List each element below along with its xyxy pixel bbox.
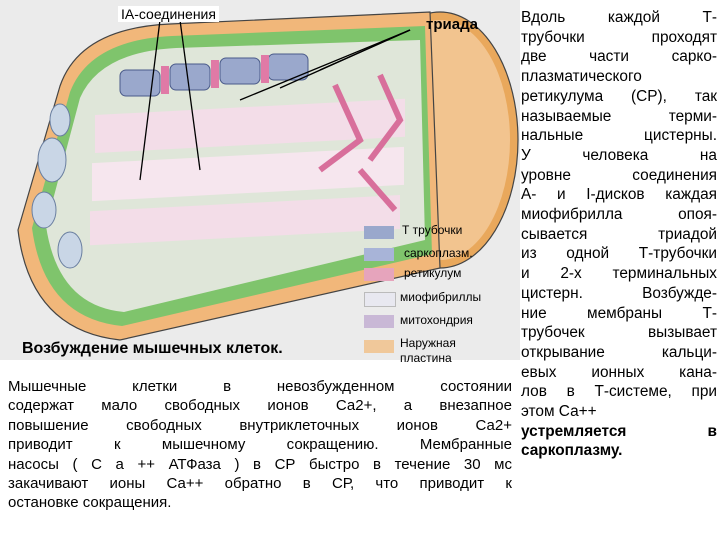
triad-label: триада	[426, 16, 478, 33]
legend-swatch-mitochondria	[364, 315, 394, 328]
right-text-line: устремляется в	[521, 422, 717, 442]
right-text-line: и 2-х терминальных	[521, 264, 717, 284]
right-text-line: из одной Т-трубочки	[521, 244, 717, 264]
right-text-line: уровне соединения	[521, 166, 717, 186]
myofibrils	[90, 99, 405, 246]
right-text-line: плазматического	[521, 67, 717, 87]
right-text-line: У человека на	[521, 146, 717, 166]
legend-label-sarcoplasm: саркоплазм.	[404, 246, 473, 260]
right-text-line: лов в Т-системе, при	[521, 382, 717, 402]
figure-caption: Возбуждение мышечных клеток.	[22, 340, 283, 358]
legend-swatch-outer-lamina	[364, 340, 394, 353]
bottom-text-line: Мышечные клетки в невозбужденном состоян…	[8, 377, 512, 396]
legend-label-myofibrils: миофибриллы	[400, 290, 481, 304]
right-text-line: евых ионных кана-	[521, 363, 717, 383]
right-text-line: две части сарко-	[521, 47, 717, 67]
bottom-text-line: закачивают ионы Са++ обратно в СР, что п…	[8, 474, 512, 493]
right-text-line: трубочек вызывает	[521, 323, 717, 343]
legend-label-mitochondria: митохондрия	[400, 313, 473, 327]
legend-swatch-sarcoplasm	[364, 248, 394, 261]
bottom-text-line: содержат мало свободных ионов Са2+, а вн…	[8, 396, 512, 415]
legend-swatch-reticulum	[364, 268, 394, 281]
bottom-text-line: остановке сокращения.	[8, 493, 512, 512]
legend-label-reticulum: ретикулум	[404, 266, 461, 280]
muscle-fiber-diagram	[0, 0, 520, 360]
bottom-text-line: приводит к мышечному сокращению. Мембран…	[8, 435, 512, 454]
legend-swatch-t-tubules	[364, 226, 394, 239]
bottom-text-line: повышение свободных внутриклеточных ионо…	[8, 416, 512, 435]
right-text-line: трубочки проходят	[521, 28, 717, 48]
right-text-line: Вдоль каждой Т-	[521, 8, 717, 28]
legend-label-outer-lamina-2: пластина	[400, 351, 452, 365]
legend-label-t-tubules: Т трубочки	[402, 223, 462, 237]
right-text-line: называемые терми-	[521, 107, 717, 127]
right-text-line: этом Са++	[521, 402, 717, 422]
bottom-paragraph: Мышечные клетки в невозбужденном состоян…	[8, 377, 512, 513]
right-text-line: ретикулума (СР), так	[521, 87, 717, 107]
legend-label-outer-lamina-1: Наружная	[400, 336, 456, 350]
right-text-line: ние мембраны Т-	[521, 304, 717, 324]
right-text-line: нальные цистерны.	[521, 126, 717, 146]
ia-junction-label: IA-соединения	[118, 6, 219, 22]
right-text-line: А- и I-дисков каждая	[521, 185, 717, 205]
right-text-line: сывается триадой	[521, 225, 717, 245]
right-text-line: цистерн. Возбужде-	[521, 284, 717, 304]
muscle-fiber-illustration	[0, 0, 520, 360]
bottom-text-line: насосы ( С а ++ АТФаза ) в СР быстро в т…	[8, 455, 512, 474]
right-text-line: саркоплазму.	[521, 441, 717, 461]
right-text-line: миофибрилла опоя-	[521, 205, 717, 225]
right-column-text: Вдоль каждой Т- трубочки проходят две ча…	[521, 8, 717, 461]
right-text-line: открывание кальци-	[521, 343, 717, 363]
legend-swatch-myofibrils	[364, 292, 396, 307]
